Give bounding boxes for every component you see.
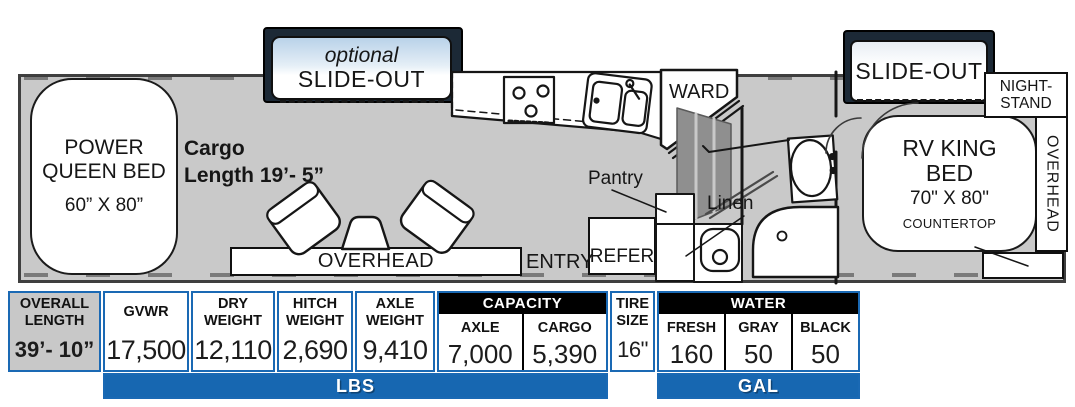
lbs-unit-bar: LBS: [103, 373, 608, 399]
optional-slideout-label-line2: SLIDE-OUT: [297, 65, 426, 92]
king-bed-label-line1: RV KING: [902, 134, 997, 161]
water-gray-value: 50: [744, 339, 773, 369]
countertop-label: COUNTERTOP: [902, 216, 997, 232]
nightstand-label: NIGHT-STAND: [1000, 78, 1053, 112]
capacity-header: CAPACITY: [439, 293, 606, 314]
water-body: FRESH 160 GRAY 50 BLACK 50: [659, 314, 858, 370]
overhead-cabinet-bottom: OVERHEAD: [230, 247, 522, 276]
spec-cell-overall-length: OVERALL LENGTH 39’- 10”: [8, 291, 101, 372]
linen-label: Linen: [707, 193, 754, 214]
spec-cell-dry-weight: DRY WEIGHT 12,110: [191, 291, 275, 372]
bottom-wall-dashes: [24, 273, 1060, 277]
water-black-cell: BLACK 50: [791, 314, 858, 370]
hitch-weight-label: HITCH WEIGHT: [279, 293, 351, 330]
tire-size-line2: SIZE: [616, 312, 649, 329]
water-black-value: 50: [811, 339, 840, 369]
gvwr-label: GVWR: [105, 293, 187, 330]
water-fresh-cell: FRESH 160: [659, 314, 724, 370]
dry-weight-line1: DRY: [217, 296, 249, 313]
gal-unit-bar: GAL: [657, 373, 860, 399]
spec-cell-gvwr: GVWR 17,500: [103, 291, 189, 372]
refrigerator: REFER: [588, 217, 656, 275]
water-header: WATER: [659, 293, 858, 314]
capacity-axle-cell: AXLE 7,000: [439, 314, 522, 370]
overall-length-line1: OVERALL: [19, 296, 90, 313]
pantry-label: Pantry: [588, 168, 643, 189]
queen-bed-label-line1: POWER: [64, 135, 144, 159]
water-gray-cell: GRAY 50: [724, 314, 791, 370]
optional-slideout-dashes: [280, 100, 444, 103]
hitch-weight-line1: HITCH: [292, 296, 338, 313]
gvwr-line1: GVWR: [123, 304, 169, 321]
rear-slideout-dashes: [857, 99, 981, 102]
tire-size-value: 16": [617, 337, 648, 362]
dry-weight-value: 12,110: [194, 334, 272, 365]
capacity-body: AXLE 7,000 CARGO 5,390: [439, 314, 606, 370]
countertop-cabinet: [982, 252, 1064, 279]
axle-weight-label: AXLE WEIGHT: [357, 293, 433, 330]
nightstand-line1: NIGHT-: [999, 77, 1053, 95]
overhead-right-label: OVERHEAD: [1043, 135, 1061, 233]
cargo-length-line1: Cargo: [184, 137, 245, 160]
rear-slideout: SLIDE-OUT: [850, 40, 988, 102]
water-fresh-value: 160: [669, 339, 714, 369]
rv-king-bed: RV KING BED 70" X 80" COUNTERTOP: [862, 115, 1037, 252]
refer-label: REFER: [589, 246, 655, 267]
optional-slideout: optional SLIDE-OUT: [271, 36, 452, 100]
spec-group-capacity: CAPACITY AXLE 7,000 CARGO 5,390: [437, 291, 608, 372]
gvwr-value: 17,500: [106, 334, 186, 365]
overhead-bottom-label: OVERHEAD: [317, 250, 435, 272]
capacity-cargo-label: CARGO: [537, 320, 592, 336]
entry-label: ENTRY: [526, 251, 594, 273]
hitch-weight-line2: WEIGHT: [286, 312, 344, 329]
cargo-length-line2: Length 19’- 5”: [184, 164, 325, 188]
spec-group-water: WATER FRESH 160 GRAY 50 BLACK 50: [657, 291, 860, 372]
axle-weight-line1: AXLE: [375, 296, 415, 313]
nightstand: NIGHT-STAND: [984, 72, 1068, 118]
water-fresh-label: FRESH: [666, 320, 717, 336]
axle-weight-value: 9,410: [362, 334, 428, 365]
spec-cell-tire-size: TIRE SIZE 16": [610, 291, 655, 372]
tire-size-line1: TIRE: [615, 296, 650, 313]
nightstand-line2: STAND: [1000, 95, 1052, 112]
hitch-weight-value: 2,690: [282, 334, 348, 365]
power-queen-bed: POWER QUEEN BED 60” X 80”: [30, 78, 178, 275]
cargo-length-label: Cargo Length 19’- 5”: [184, 135, 324, 190]
capacity-cargo-value: 5,390: [532, 339, 598, 369]
spec-cell-axle-weight: AXLE WEIGHT 9,410: [355, 291, 435, 372]
ward-label: WARD: [669, 81, 730, 103]
overall-length-value: 39’- 10”: [14, 337, 95, 362]
queen-bed-label-line2: QUEEN BED: [42, 160, 166, 184]
dry-weight-line2: WEIGHT: [204, 312, 262, 329]
axle-weight-line2: WEIGHT: [366, 312, 424, 329]
capacity-axle-value: 7,000: [447, 339, 513, 369]
capacity-axle-label: AXLE: [460, 320, 500, 336]
overall-length-line2: LENGTH: [24, 312, 85, 329]
spec-cell-hitch-weight: HITCH WEIGHT 2,690: [277, 291, 353, 372]
optional-slideout-label-line1: optional: [324, 43, 399, 67]
capacity-cargo-cell: CARGO 5,390: [521, 314, 607, 370]
tire-size-label: TIRE SIZE: [612, 293, 653, 330]
overhead-cabinet-right: OVERHEAD: [1035, 116, 1068, 252]
king-bed-label-line2: BED: [925, 159, 974, 186]
rear-slideout-label: SLIDE-OUT: [855, 57, 983, 84]
queen-bed-size: 60” X 80”: [64, 195, 144, 217]
water-gray-label: GRAY: [738, 320, 779, 336]
water-black-label: BLACK: [800, 320, 851, 336]
dry-weight-label: DRY WEIGHT: [193, 293, 273, 330]
king-bed-size: 70" X 80": [910, 188, 989, 210]
overall-length-label: OVERALL LENGTH: [10, 293, 99, 330]
